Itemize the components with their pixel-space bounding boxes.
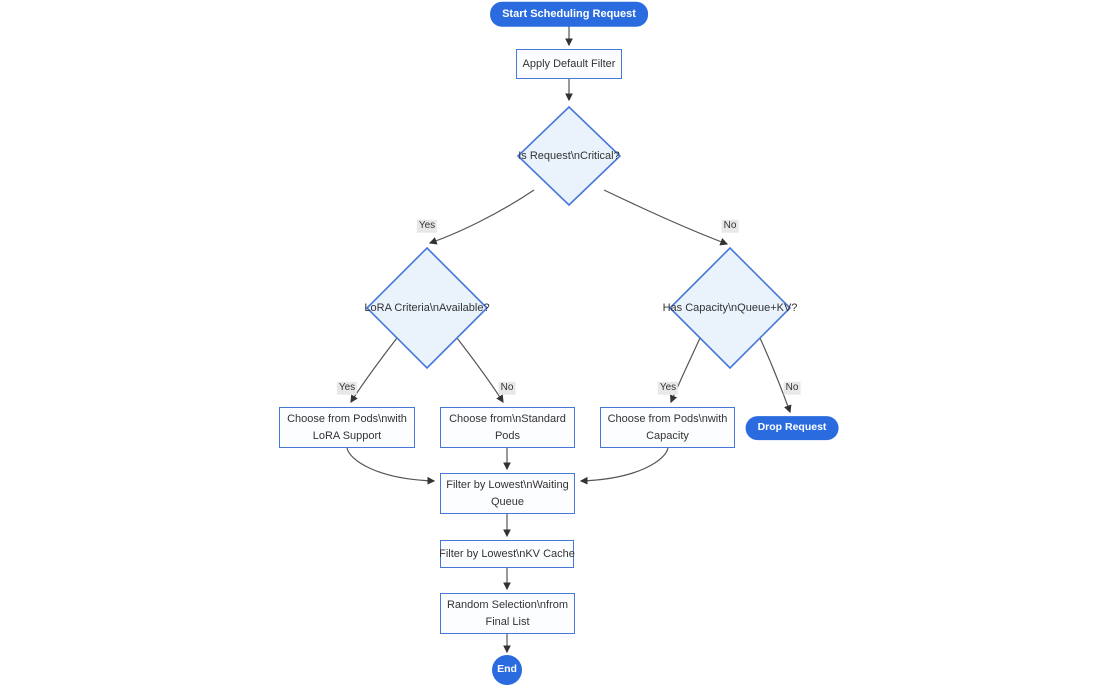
- edge-critical-yes: [428, 189, 535, 245]
- node-end: End: [492, 655, 522, 685]
- decision-is-request-critical: [516, 105, 622, 207]
- node-choose-standard-pods: Choose from\nStandard Pods: [440, 407, 575, 448]
- edge-label-lora-no: No: [498, 381, 516, 395]
- edge-label-lora-yes: Yes: [336, 381, 358, 395]
- edge-capacity-no: [759, 337, 792, 414]
- edge-lora-no: [456, 337, 504, 403]
- node-start: Start Scheduling Request: [490, 1, 648, 27]
- decision-lora-criteria-available: [365, 246, 489, 370]
- edge-label-critical-no: No: [721, 219, 739, 233]
- decision-has-capacity: [668, 246, 792, 370]
- edge-label-capacity-no: No: [783, 381, 801, 395]
- edge-label-capacity-yes: Yes: [657, 381, 679, 395]
- edge-lora-yes: [350, 337, 398, 403]
- node-choose-lora-pods: Choose from Pods\nwith LoRA Support: [279, 407, 415, 448]
- node-choose-capacity-pods: Choose from Pods\nwith Capacity: [600, 407, 735, 448]
- edge-lora-pods-to-filter-queue: [346, 447, 436, 485]
- label-has-capacity: Has Capacity\nQueue+KV?: [662, 302, 798, 314]
- node-filter-waiting-queue: Filter by Lowest\nWaiting Queue: [440, 473, 575, 514]
- node-random-selection: Random Selection\nfrom Final List: [440, 593, 575, 634]
- node-drop-request: Drop Request: [745, 416, 839, 440]
- edge-label-critical-yes: Yes: [416, 219, 438, 233]
- label-is-request-critical: Is Request\nCritical?: [518, 150, 620, 162]
- node-apply-default-filter: Apply Default Filter: [516, 49, 622, 79]
- edge-capacity-yes: [669, 337, 701, 404]
- edge-capacity-pods-to-filter-queue: [579, 447, 669, 485]
- edge-critical-no: [603, 189, 729, 246]
- node-filter-kv-cache: Filter by Lowest\nKV Cache: [439, 540, 575, 568]
- label-lora-criteria-available: LoRA Criteria\nAvailable?: [364, 302, 490, 314]
